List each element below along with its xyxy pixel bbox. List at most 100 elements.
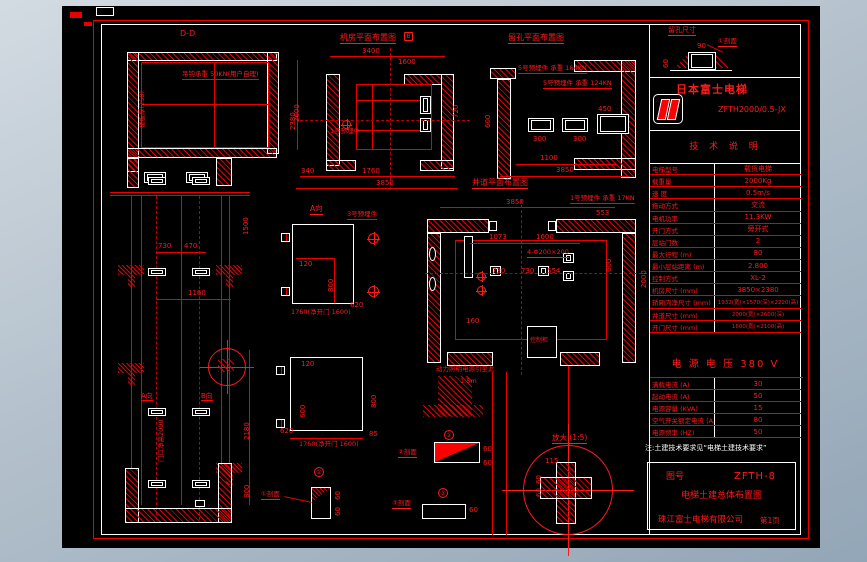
dim-800: 800 [243, 484, 251, 498]
reserved-hole [528, 118, 554, 132]
power-row: 满载电流 (A)30 [650, 378, 801, 390]
rail-bracket [192, 177, 210, 185]
view-b-mark: B向 [201, 392, 213, 401]
dim-60: 60 [535, 475, 543, 484]
dim-115: 115 [545, 457, 559, 465]
drawing-no: ZFTH-8 [734, 471, 777, 482]
embedded-part-5b-label: 5号预埋件 承重 124KN [543, 79, 612, 89]
dim-2380: 2380 [289, 112, 297, 130]
spec-row: 电梯型号 载货电梯 [650, 163, 801, 176]
dim-line [296, 258, 334, 259]
spec-label: 最小层站距离 (m) [652, 263, 705, 271]
wall-hatch [427, 219, 489, 233]
dim-2180: 2180 [243, 422, 251, 440]
dim-1160: 1160 [188, 289, 206, 297]
dim-340: 340 [301, 167, 315, 175]
machine-room-interior [141, 62, 269, 148]
section-ref-3: ③剖面 [392, 499, 411, 509]
wall-hatch [427, 233, 441, 363]
dim-line [470, 243, 580, 244]
dim-90: 90 [697, 42, 706, 50]
spec-label: 电梯型号 [652, 166, 678, 174]
holes-spec-label: 4-Φ200×200 [527, 248, 569, 258]
floor-line [110, 195, 250, 196]
power-label: 电源容量 (KVA) [652, 405, 698, 413]
wall-hatch [447, 352, 493, 366]
section-ref-2: ②剖面 [398, 448, 417, 458]
titleblock-footer: 图号 ZFTH-8 电梯土建总体布置图 珠江富士电梯有限公司 第1页 [647, 462, 796, 530]
centerline [521, 200, 522, 375]
spec-row: 开门方式旁开式 [650, 223, 801, 236]
spec-label: 控制方式 [652, 275, 678, 284]
section-ref-1: ①剖面 [261, 490, 280, 500]
dim-1600: 1600 [398, 58, 416, 66]
brand-logo [653, 94, 683, 124]
callout-corbel [218, 359, 234, 372]
sheet-white-frame [101, 24, 801, 535]
door-panel [290, 357, 363, 431]
dim-120: 120 [301, 360, 315, 368]
traction-machine-outline [356, 84, 432, 150]
titleblock-left-border [649, 24, 650, 535]
base-line [670, 70, 732, 71]
detail-number-1: ① [314, 467, 324, 477]
section-title-dd: D-D [180, 29, 196, 38]
wall-hatch [441, 74, 454, 169]
dim-600: 600 [299, 404, 307, 418]
view-a-title: A向 [310, 204, 323, 215]
dim-60: 60 [334, 507, 342, 516]
dim-3400: 3400 [362, 47, 380, 55]
rail-centerline [199, 196, 200, 520]
dim-line [440, 207, 615, 208]
embedded-oval [429, 277, 436, 291]
dim-line [516, 164, 616, 165]
dim-620: 620 [350, 301, 364, 309]
drawing-title: 电梯土建总体布置图 [680, 491, 762, 501]
dim-620: 620 [280, 427, 294, 435]
centerline [425, 273, 647, 274]
rail-bracket [192, 408, 210, 416]
centerline [300, 120, 470, 121]
anchor-target [366, 231, 381, 246]
rope-hole [341, 119, 352, 130]
hole-plan-title: 留孔平面布置图 [508, 33, 564, 44]
dim-600: 600 [484, 114, 492, 128]
spec-value: 80 [714, 247, 801, 259]
spec-value: 交流 [714, 199, 801, 211]
banner-underline [650, 377, 803, 378]
detail-number-2: ② [444, 430, 454, 440]
wall-hatch [497, 79, 511, 179]
shaft-plan-title: 井道平面布置图 [472, 178, 528, 189]
dim-3850: 3850 [556, 166, 574, 174]
dim-3850: 3850 [376, 179, 394, 187]
spec-value: 载货电梯 [714, 163, 801, 175]
wall-hatch [490, 68, 516, 79]
dim-line [297, 60, 298, 150]
spec-row: 最小层站距离 (m)2.800 [650, 260, 801, 273]
machine-line [372, 84, 373, 150]
machine-line [356, 100, 432, 101]
spec-label: 井道尺寸 (mm) [652, 311, 698, 320]
section-ref-1: ①剖面 [718, 37, 737, 47]
rail-bracket [148, 268, 166, 276]
centerline [141, 104, 269, 105]
control-cabinet [527, 326, 557, 358]
anchor-target [366, 284, 381, 299]
slab-thickness-note: 楼板厚(250) [138, 91, 146, 128]
dim-730: 730 [158, 242, 172, 250]
shaft-line [131, 196, 132, 468]
leader-line [506, 372, 507, 535]
dim-730: 730 [492, 267, 506, 275]
door-height-note: 门口净高2000 [157, 419, 165, 462]
view-a-mark: A向 [141, 392, 153, 401]
floor-line [110, 192, 250, 193]
centerline [390, 48, 391, 190]
dim-730: 730 [521, 267, 535, 275]
rope-hole [476, 285, 487, 296]
rail-bracket [148, 480, 166, 488]
embedded-detail [422, 504, 466, 519]
spec-label: 拖动方式 [652, 202, 678, 211]
